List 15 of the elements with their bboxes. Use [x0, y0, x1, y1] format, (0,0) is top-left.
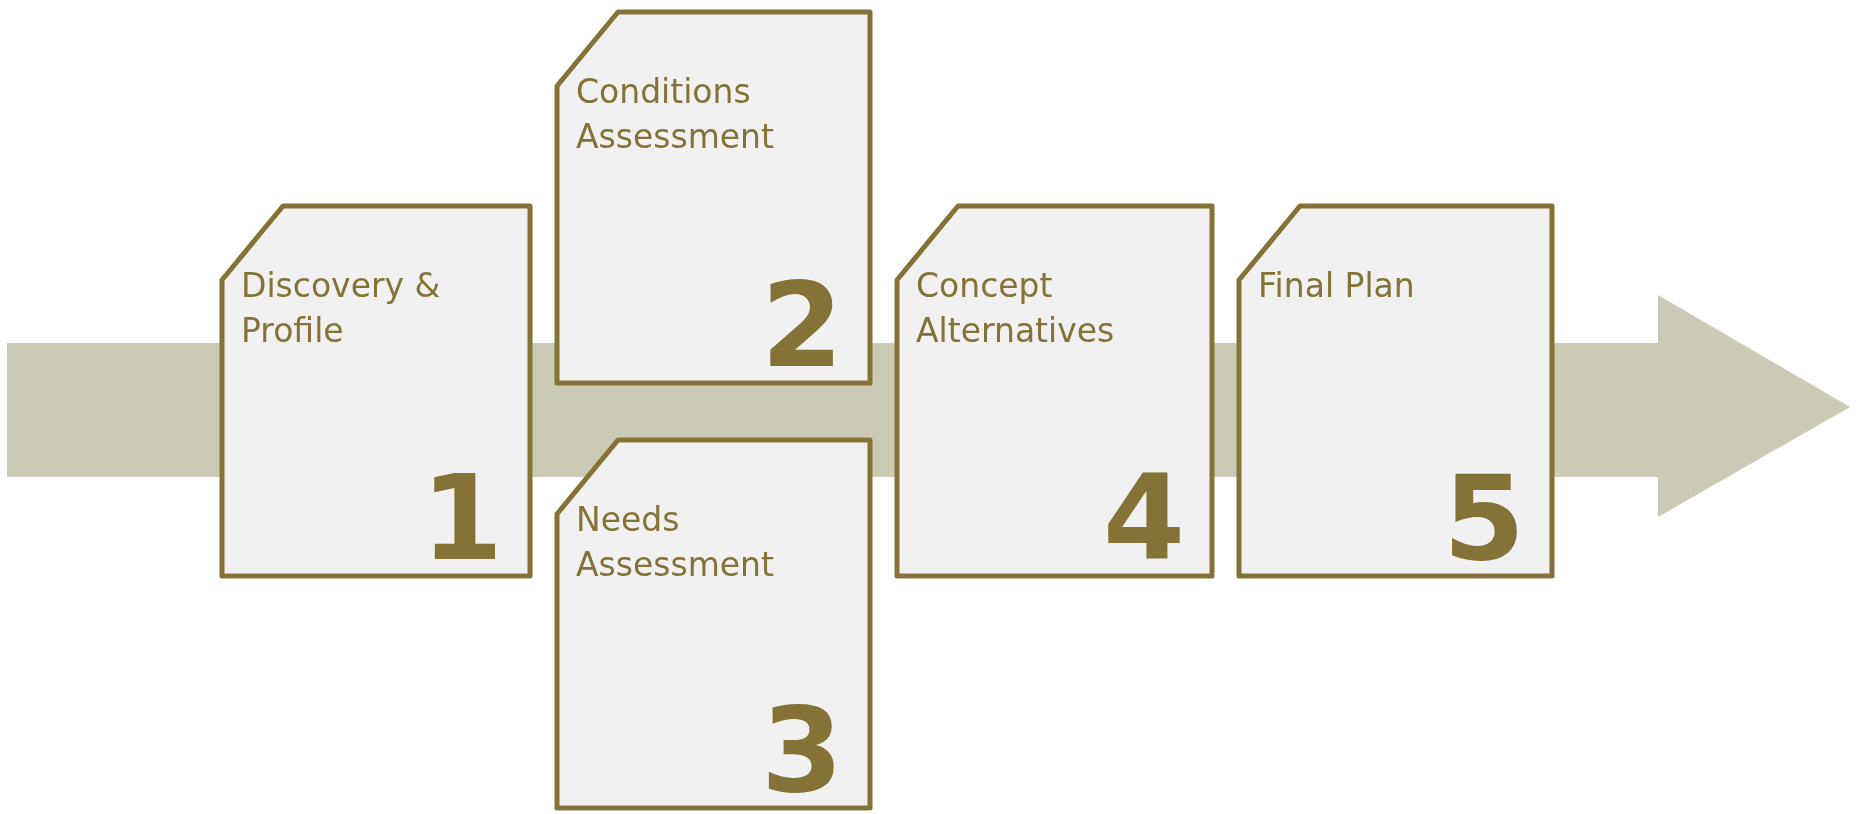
- step-title: Final Plan: [1258, 265, 1416, 307]
- step-card: [894, 203, 1215, 579]
- step-card: [219, 203, 533, 579]
- step-number: 1: [420, 459, 503, 577]
- step-title: Conditions Assessment: [576, 71, 775, 158]
- step-number: 5: [1442, 459, 1525, 577]
- step-number: 3: [760, 691, 843, 809]
- step-card: [554, 437, 873, 811]
- step-title: Needs Assessment: [576, 499, 775, 586]
- step-number: 4: [1102, 459, 1185, 577]
- step-title: Concept Alternatives: [916, 265, 1116, 352]
- step-card: [554, 9, 873, 386]
- step-number: 2: [760, 266, 843, 384]
- step-card: [1236, 203, 1555, 579]
- step-title: Discovery & Profile: [241, 265, 442, 352]
